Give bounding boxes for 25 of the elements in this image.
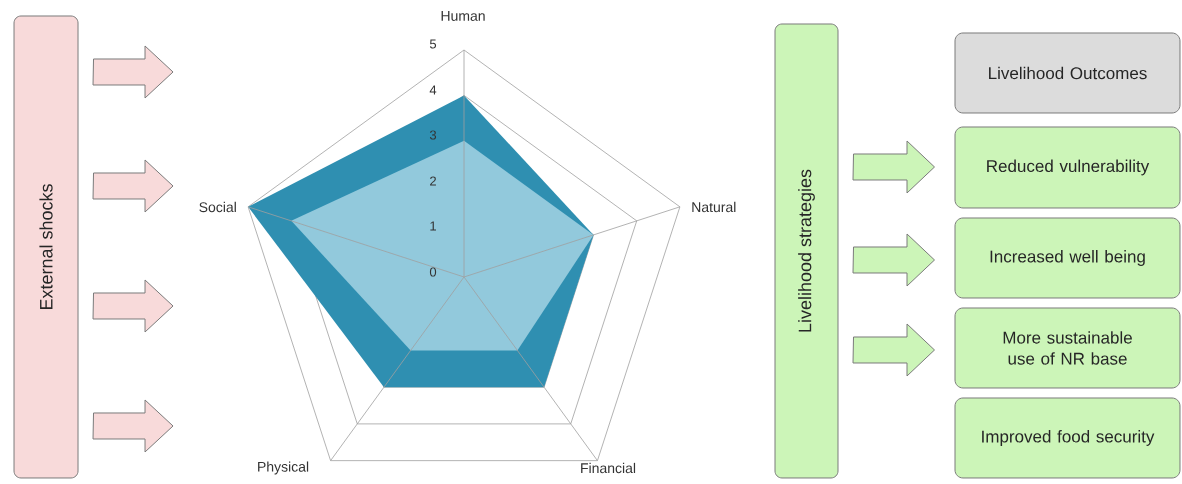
block-arrow bbox=[92, 399, 174, 453]
axis-label: Natural bbox=[692, 201, 736, 213]
block-arrow bbox=[92, 45, 174, 99]
side-bar: External shocks bbox=[13, 15, 79, 479]
axis-label: Human bbox=[441, 11, 485, 21]
outcome-box: Increased well being bbox=[954, 217, 1181, 299]
block-arrow bbox=[852, 140, 935, 194]
tick-label: 5 bbox=[429, 39, 437, 49]
outcome-box: Reduced vulnerability bbox=[954, 126, 1181, 209]
axis-label: Physical bbox=[258, 461, 309, 475]
block-arrow bbox=[92, 159, 174, 213]
block-arrow bbox=[852, 323, 935, 377]
block-arrow bbox=[92, 279, 174, 333]
axis-label: Financial bbox=[581, 462, 636, 474]
tick-label: 4 bbox=[429, 85, 437, 95]
tick-label: 3 bbox=[429, 130, 437, 140]
header-box: Livelihood Outcomes bbox=[954, 32, 1181, 114]
tick-label: 1 bbox=[430, 221, 436, 231]
axis-label: Social bbox=[199, 201, 236, 213]
tick-label: 2 bbox=[430, 176, 436, 186]
block-arrow bbox=[852, 233, 935, 287]
outcome-box: Improved food security bbox=[954, 397, 1181, 479]
side-bar: Livelihood strategies bbox=[774, 23, 839, 479]
tick-label: 0 bbox=[429, 267, 437, 277]
outcome-box: More sustainable use of NR base bbox=[954, 307, 1181, 389]
